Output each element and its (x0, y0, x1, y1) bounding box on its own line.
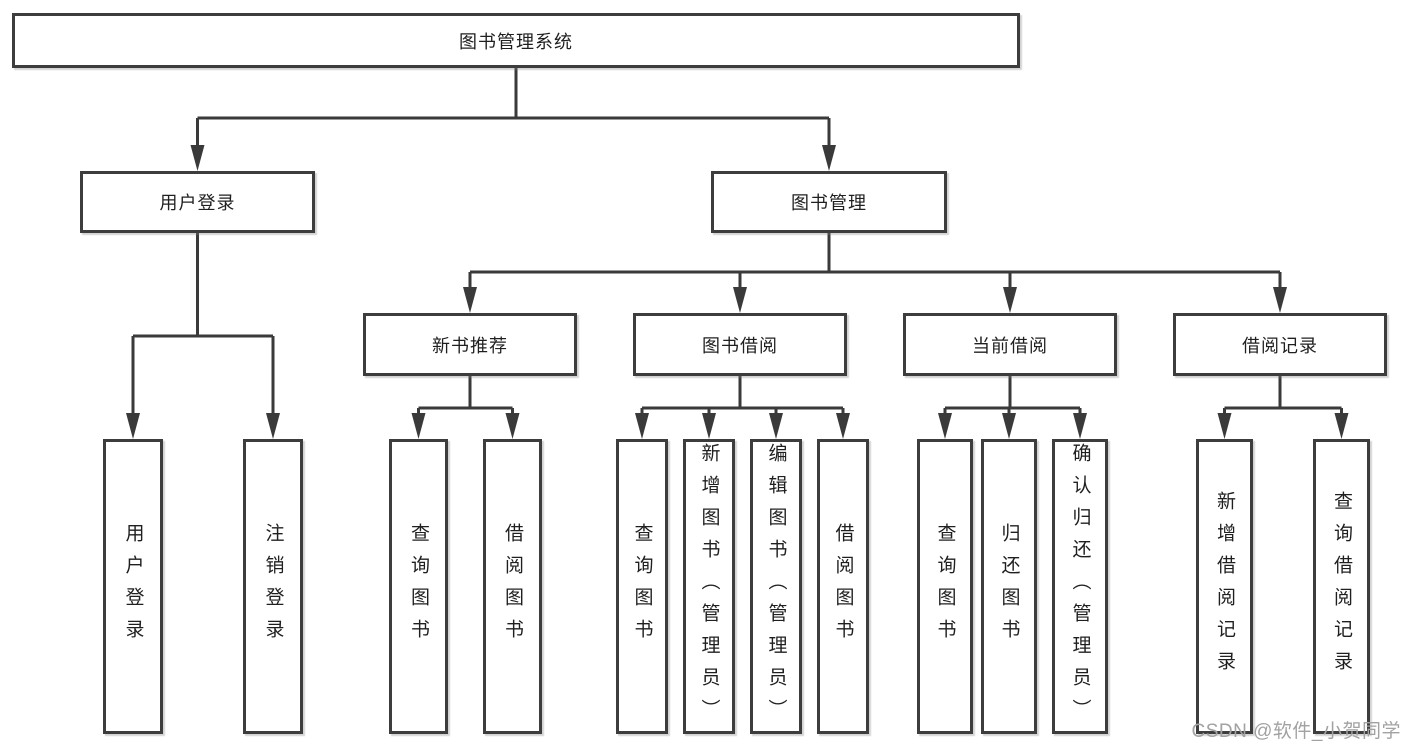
node-book-borrowing: 图书借阅 (633, 313, 847, 376)
node-system-root: 图书管理系统 (12, 13, 1020, 68)
node-book-management: 图书管理 (711, 171, 947, 233)
leaf-edit-book-admin: 编辑图书（管理员） (750, 439, 802, 734)
leaf-confirm-return-admin: 确认归还（管理员） (1052, 439, 1108, 734)
leaf-query-book-current: 查询图书 (917, 439, 973, 734)
node-borrowing-records: 借阅记录 (1173, 313, 1387, 376)
arrowheads (126, 145, 1349, 439)
leaf-logout: 注销登录 (243, 439, 303, 734)
leaf-borrow-book: 借阅图书 (817, 439, 869, 734)
node-user-login: 用户登录 (80, 171, 315, 233)
leaf-query-borrow-record: 查询借阅记录 (1313, 439, 1370, 734)
leaf-return-book: 归还图书 (981, 439, 1037, 734)
leaf-query-book-borrow: 查询图书 (616, 439, 668, 734)
node-current-borrowing: 当前借阅 (903, 313, 1117, 376)
leaf-borrow-book-recommend: 借阅图书 (483, 439, 542, 734)
leaf-query-book-recommend: 查询图书 (389, 439, 448, 734)
node-new-book-recommend: 新书推荐 (363, 313, 577, 376)
csdn-watermark: CSDN @软件_小贺同学 (1191, 721, 1401, 742)
leaf-add-book-admin: 新增图书（管理员） (683, 439, 735, 734)
leaf-user-login: 用户登录 (103, 439, 163, 734)
leaf-add-borrow-record: 新增借阅记录 (1196, 439, 1253, 734)
